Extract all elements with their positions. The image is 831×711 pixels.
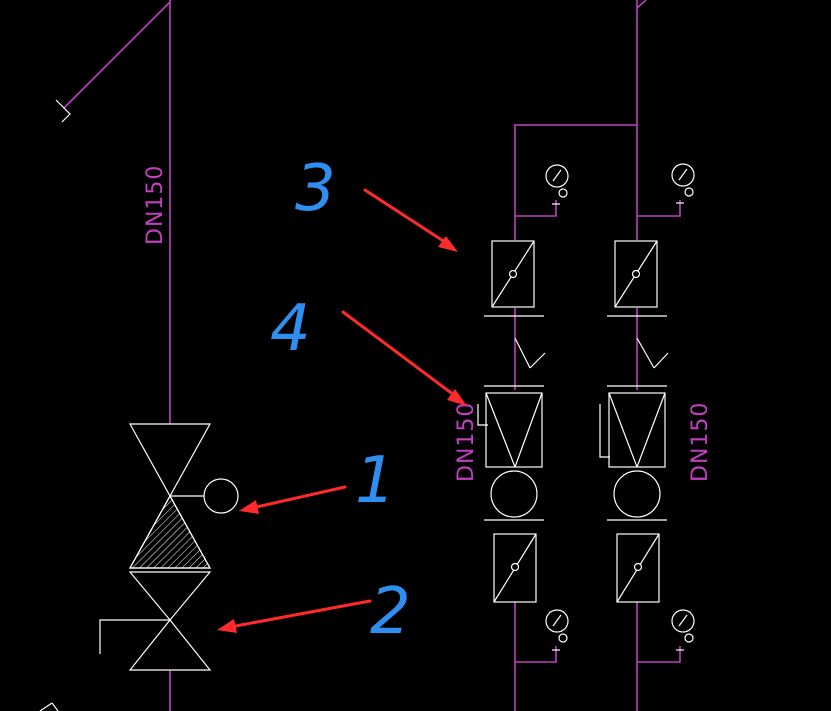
valve-item-1	[128, 423, 239, 569]
butterfly-valve-item-3	[484, 240, 544, 317]
right-pipe-network	[514, 0, 681, 711]
arrow-to-item-4	[341, 310, 467, 406]
pipe-size-label-mid: DN150	[454, 402, 479, 482]
pipe-size-label-main: DN150	[143, 165, 168, 245]
arrow-to-item-3	[363, 188, 458, 252]
left-pipe	[63, 0, 171, 711]
corner-mark	[39, 702, 59, 711]
callout-label-3: 3	[295, 152, 336, 226]
arrow-to-item-1	[239, 485, 347, 514]
butterfly-valve	[607, 240, 667, 317]
flexible-joint	[636, 337, 669, 369]
pipe-size-label-right: DN150	[688, 402, 713, 482]
check-valve-item-4	[477, 385, 544, 521]
pressure-gauge-icon	[671, 609, 695, 651]
valve-item-2	[99, 571, 212, 671]
butterfly-valve	[493, 533, 537, 603]
pipe-end-cap	[55, 99, 71, 123]
arrow-to-item-2	[217, 599, 372, 633]
callout-label-4: 4	[270, 292, 311, 366]
pressure-gauge-icon	[545, 164, 569, 205]
butterfly-valve	[616, 533, 660, 603]
pressure-gauge-icon	[671, 163, 695, 204]
callout-label-1: 1	[355, 444, 396, 518]
flexible-joint	[514, 337, 546, 369]
pressure-gauge-icon	[545, 609, 569, 651]
check-valve	[599, 385, 667, 521]
callout-label-2: 2	[370, 575, 411, 649]
